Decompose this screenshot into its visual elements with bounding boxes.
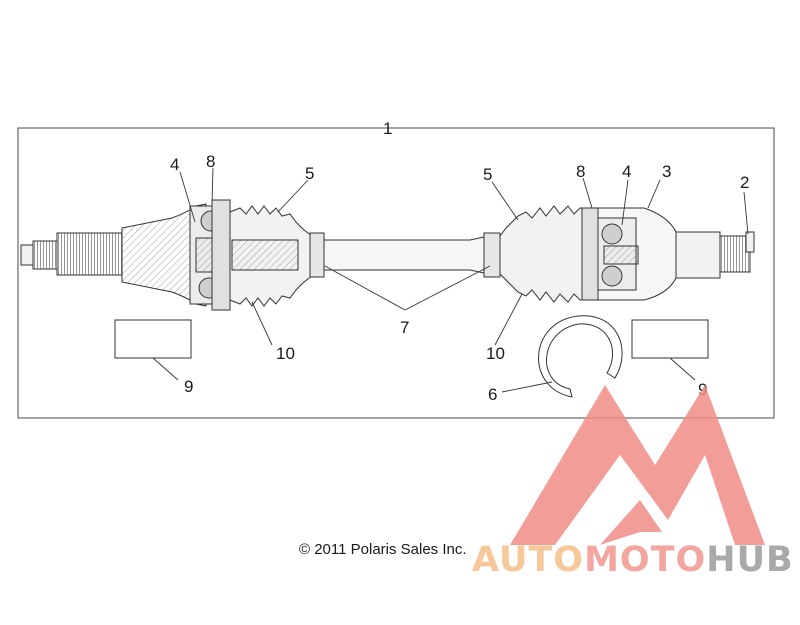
watermark-part-auto: AUTO	[472, 540, 585, 580]
circlip-ring	[538, 315, 623, 398]
assembly-frame	[17, 127, 775, 419]
callout-7: 7	[400, 318, 409, 337]
left-stub-spline	[32, 240, 58, 270]
callout-4-right: 4	[622, 162, 631, 181]
callout-5-right: 5	[483, 165, 492, 184]
callout-10-right: 10	[486, 344, 505, 363]
left-boot-clamp	[211, 199, 231, 311]
watermark-part-hub: HUB	[706, 540, 794, 580]
callout-8-left: 8	[206, 152, 215, 171]
left-cv-joint	[20, 199, 237, 311]
right-ball-bottom	[601, 265, 623, 287]
left-boot-core	[231, 239, 299, 271]
watermark-part-moto: MOTO	[584, 540, 707, 580]
callout-2: 2	[740, 173, 749, 192]
callout-9-left: 9	[184, 377, 193, 396]
right-stub-tip	[745, 231, 755, 253]
copyright-notice: © 2011 Polaris Sales Inc.	[299, 541, 467, 558]
callout-5-left: 5	[305, 164, 314, 183]
watermark-logo-icon	[510, 385, 765, 545]
right-decal-box	[631, 319, 709, 359]
right-stub-shaft	[675, 231, 721, 279]
callout-6: 6	[488, 385, 497, 404]
left-outer-housing	[121, 203, 207, 307]
right-boot-clamp	[581, 207, 599, 301]
right-small-clamp	[483, 232, 501, 278]
left-decal-box	[114, 319, 192, 359]
callout-10-left: 10	[276, 344, 295, 363]
left-small-clamp	[309, 232, 325, 278]
right-cv-joint	[581, 207, 755, 301]
leader-lines	[152, 167, 749, 393]
callout-8-right: 8	[576, 162, 585, 181]
callout-4-left: 4	[170, 155, 179, 174]
callout-3: 3	[662, 162, 671, 181]
callout-1: 1	[383, 119, 392, 138]
right-ball-top	[601, 223, 623, 245]
right-boot	[499, 205, 591, 303]
right-stub-spline	[719, 235, 751, 273]
center-shaft	[323, 236, 485, 274]
left-stub-end	[20, 244, 34, 266]
left-stub-shaft	[56, 232, 123, 276]
right-inner-race	[603, 245, 639, 265]
watermark-wordmark: AUTOMOTOHUB	[472, 540, 794, 580]
